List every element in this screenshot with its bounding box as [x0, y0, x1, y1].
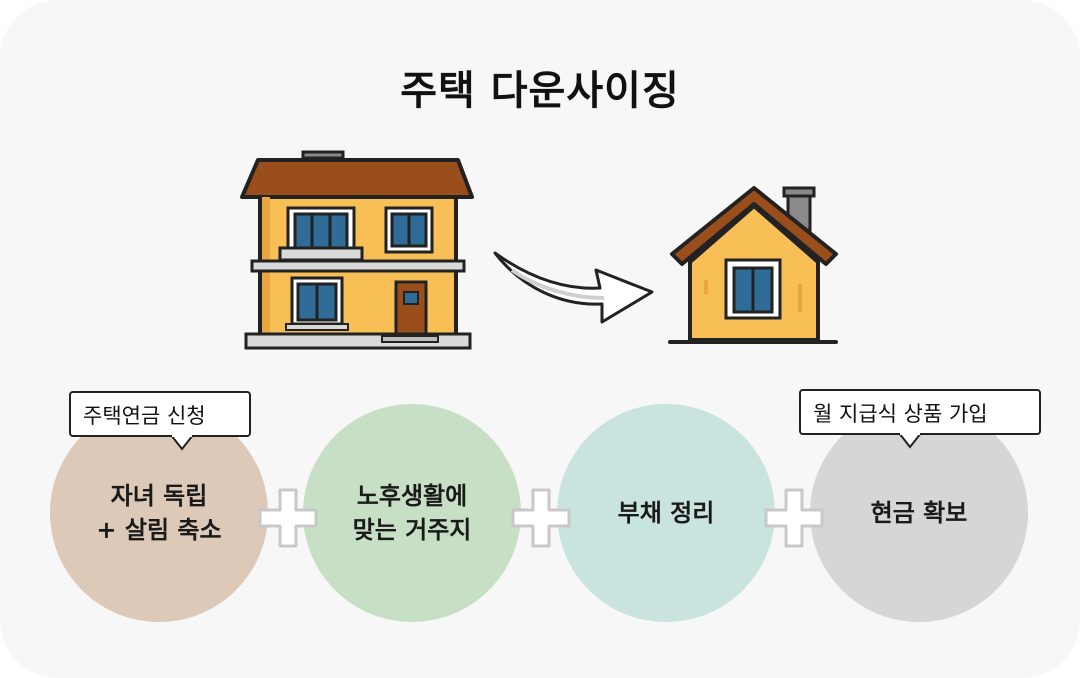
step-label-3: 부채 정리 [617, 499, 715, 527]
two-story-house-icon [240, 150, 474, 350]
callout-left: 주택연금 신청 [69, 391, 251, 437]
plus-icon [511, 488, 571, 548]
callout-right: 월 지급식 상품 가입 [799, 389, 1041, 435]
plus-icon [764, 488, 824, 548]
curved-arrow-icon [493, 251, 654, 324]
callout-right-tail [898, 433, 922, 449]
step-circle-3: 부채 정리 [557, 404, 775, 622]
small-house-icon [668, 186, 838, 344]
step-label-2: 노후생활에 맞는 거주지 [352, 482, 472, 544]
step-circle-1: 자녀 독립 + 살림 축소 [50, 404, 268, 622]
plus-icon [258, 488, 318, 548]
step-circle-2: 노후생활에 맞는 거주지 [303, 404, 521, 622]
step-label-1: 자녀 독립 + 살림 축소 [96, 482, 222, 544]
callout-left-tail [170, 435, 194, 451]
step-label-4: 현금 확보 [870, 499, 968, 527]
step-circle-4: 현금 확보 [810, 404, 1028, 622]
diagram-title: 주택 다운사이징 [400, 68, 680, 114]
